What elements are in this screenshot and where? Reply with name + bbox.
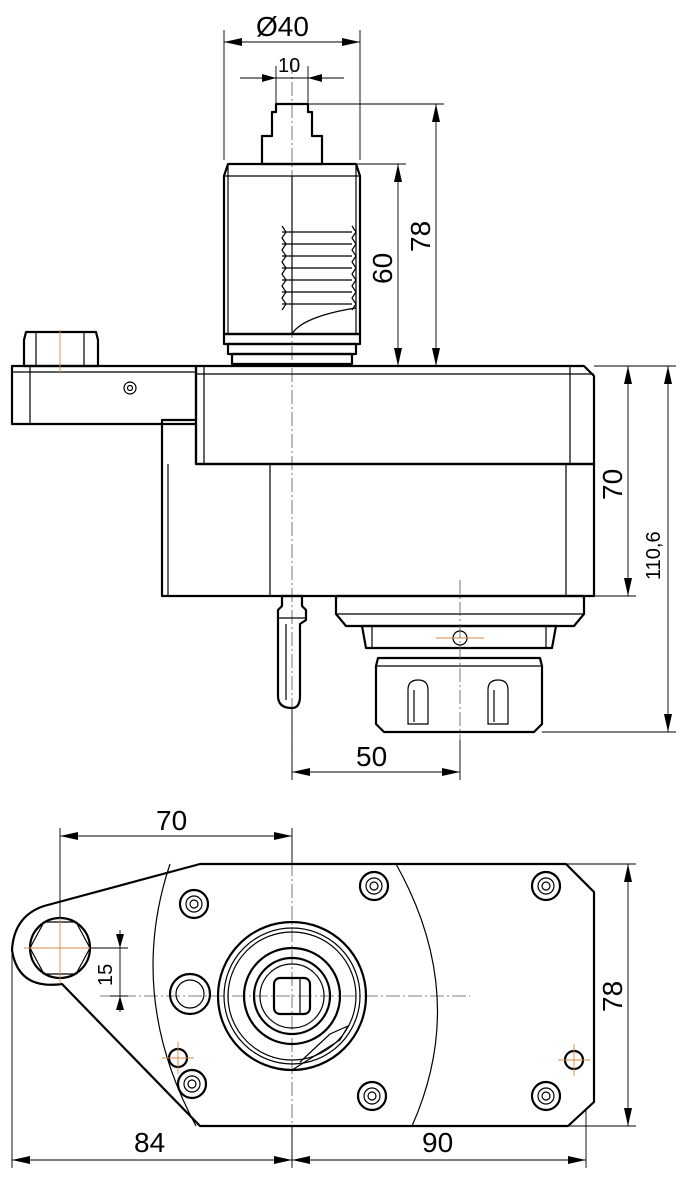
spindle-collet-ring bbox=[242, 946, 342, 1046]
screw-icon bbox=[176, 1068, 208, 1100]
collet-slot-1 bbox=[407, 679, 429, 725]
dim-body-70: 70 bbox=[594, 365, 636, 597]
dim-plan-84-90: 84 90 bbox=[11, 950, 587, 1168]
dim-diameter-40: Ø40 bbox=[223, 11, 361, 160]
thread bbox=[281, 176, 357, 335]
arm-bracket bbox=[10, 364, 198, 426]
collar-ring-3 bbox=[230, 352, 354, 366]
screw-icon bbox=[358, 870, 390, 902]
dim-label-90: 90 bbox=[422, 1127, 453, 1158]
dim-plan-78: 78 bbox=[566, 863, 636, 1127]
flange-arc-right bbox=[395, 863, 438, 1127]
dim-label-110-6: 110,6 bbox=[643, 531, 665, 580]
collet-nut bbox=[374, 656, 544, 734]
dim-label-84: 84 bbox=[134, 1127, 165, 1158]
dim-height-78: 78 bbox=[308, 103, 444, 366]
side-view: Ø40 10 78 60 bbox=[10, 11, 676, 780]
dim-total-110-6: 110,6 bbox=[542, 365, 676, 733]
spindle-bore bbox=[252, 956, 332, 1036]
dim-label-plan-70: 70 bbox=[156, 805, 187, 836]
dim-offset-50: 50 bbox=[291, 708, 461, 780]
dim-label-diameter: Ø40 bbox=[256, 11, 309, 42]
hex-nut bbox=[22, 330, 100, 368]
upper-body bbox=[194, 364, 596, 466]
plan-view: 70 15 78 bbox=[10, 805, 636, 1168]
dim-width-10: 10 bbox=[240, 55, 344, 104]
screws bbox=[176, 870, 562, 1112]
dim-height-60: 60 bbox=[356, 163, 406, 366]
left-boss bbox=[168, 972, 212, 1016]
dowel-pin-icon bbox=[558, 1044, 590, 1076]
screw-hole-icon bbox=[123, 381, 137, 395]
screw-icon bbox=[356, 1080, 388, 1112]
screw-icon bbox=[530, 870, 562, 902]
dim-label-60: 60 bbox=[367, 253, 398, 284]
spindle-wedge bbox=[291, 1024, 350, 1071]
dim-label-plan-78: 78 bbox=[597, 981, 628, 1012]
screw-icon bbox=[178, 888, 210, 920]
dim-label-70: 70 bbox=[597, 469, 628, 500]
lower-body bbox=[160, 422, 596, 598]
spindle-square-drive bbox=[272, 976, 312, 1016]
screw-icon bbox=[530, 1080, 562, 1112]
plan-plate-outline bbox=[10, 862, 596, 1128]
dowel-pin-icon bbox=[162, 1042, 194, 1074]
dim-label-78: 78 bbox=[405, 221, 436, 252]
dim-label-15: 15 bbox=[95, 964, 117, 986]
dim-plan-15: 15 bbox=[90, 930, 128, 1012]
dim-label-10: 10 bbox=[278, 55, 300, 77]
dim-label-50: 50 bbox=[356, 741, 387, 772]
spindle-flange bbox=[360, 624, 558, 650]
dim-plan-70: 70 bbox=[59, 805, 293, 918]
collet-slot-2 bbox=[487, 679, 509, 725]
